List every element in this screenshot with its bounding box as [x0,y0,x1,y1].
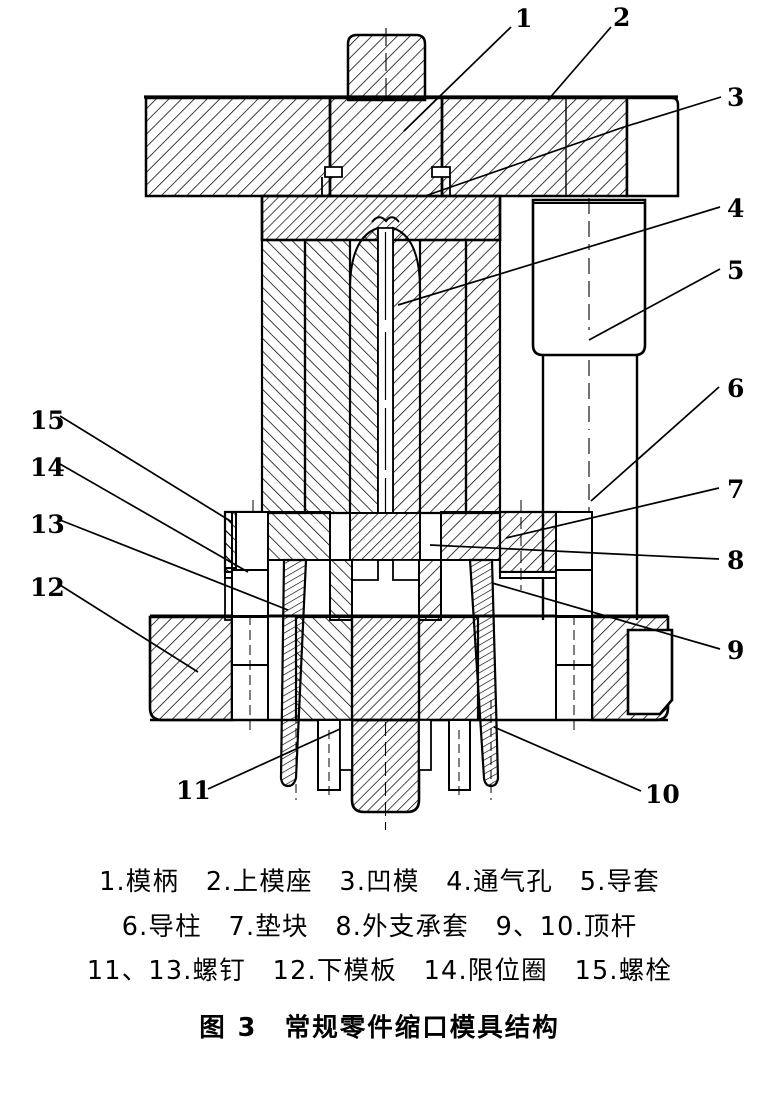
callout-14: 14 [30,453,65,482]
callout-4: 4 [727,194,745,223]
cavity-die-part [260,194,502,515]
callout-5: 5 [727,256,745,285]
technical-drawing [59,26,722,830]
figure-caption: 1.模柄 2.上模座 3.凹模 4.通气孔 5.导套 6.导柱 7.垫块 8.外… [0,860,759,1044]
callout-15: 15 [30,406,65,435]
outer-support-sleeve-part [261,511,501,621]
leader-lines [59,26,722,792]
centre-marks [295,700,492,800]
callout-9: 9 [727,636,745,665]
callout-10: 10 [645,780,680,809]
centre-core-part [339,718,432,830]
callout-11: 11 [176,776,211,805]
figure-title: 图 3 常规零件缩口模具结构 [199,1012,560,1043]
callout-3: 3 [727,83,745,112]
upper-die-base-part [144,95,680,198]
callout-13: 13 [30,510,65,539]
callout-7: 7 [727,475,745,504]
spacer-block-part-right [498,500,562,590]
callout-2: 2 [613,3,631,32]
ejector-pin-10-part [317,719,471,791]
callout-6: 6 [727,374,745,403]
callout-12: 12 [30,573,65,602]
guide-bushing-part [531,198,647,357]
callout-8: 8 [727,546,745,575]
upper-pocket-row [231,511,593,617]
callout-1: 1 [515,4,533,33]
ejector-pin-9-part [626,628,674,716]
lower-die-plate-part [148,600,670,735]
caption-line-3: 11、13.螺钉 12.下模板 14.限位圈 15.螺栓 [86,956,673,986]
screw-11-part [279,558,308,788]
caption-line-1: 1.模柄 2.上模座 3.凹模 4.通气孔 5.导套 [99,867,660,897]
bolt-15-part [224,511,237,569]
caption-line-2: 6.导柱 7.垫块 8.外支承套 9、10.顶杆 [121,911,638,942]
